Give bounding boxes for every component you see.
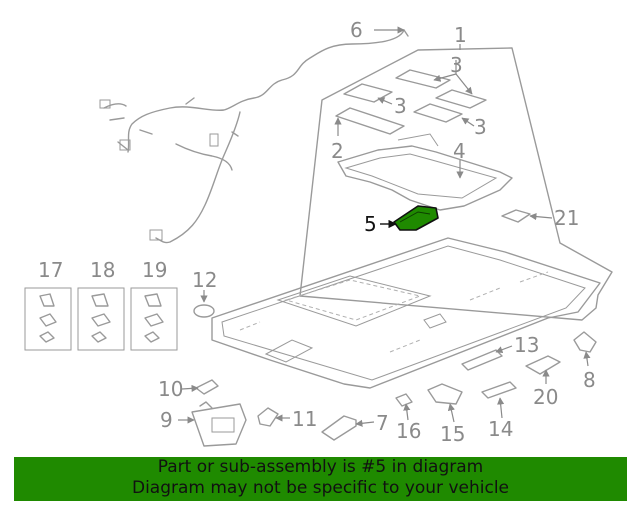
part-21 — [501, 209, 531, 223]
part-9-sun-visor — [191, 401, 247, 447]
part-16 — [395, 393, 413, 407]
part-13 — [461, 349, 503, 371]
part-17-box — [24, 287, 72, 351]
leader-lines — [178, 26, 591, 427]
part-3-pad-d — [413, 103, 463, 123]
callout-1: 1 — [454, 23, 467, 47]
part-7-grab-handle — [321, 415, 357, 441]
part-8 — [573, 331, 597, 353]
callout-8: 8 — [583, 368, 596, 392]
callout-14: 14 — [488, 417, 513, 441]
banner-line-1: Part or sub-assembly is #5 in diagram — [157, 457, 484, 477]
callout-17: 17 — [38, 258, 63, 282]
part-2-strip — [335, 107, 405, 135]
part-14 — [481, 381, 517, 399]
callout-2: 2 — [331, 139, 344, 163]
banner-line-2: Diagram may not be specific to your vehi… — [131, 478, 509, 498]
callout-5: 5 — [364, 212, 377, 236]
callout-3-top: 3 — [450, 53, 463, 77]
headliner-group-outline — [299, 47, 613, 321]
part-3-pad-a — [343, 83, 393, 103]
headliner — [211, 237, 601, 389]
callout-12: 12 — [192, 268, 217, 292]
callout-4: 4 — [453, 139, 466, 163]
wire-harness — [99, 29, 409, 244]
part-info-banner: Part or sub-assembly is #5 in diagram Di… — [14, 457, 627, 501]
part-18-box — [77, 287, 125, 351]
callout-15: 15 — [440, 422, 465, 446]
callout-6: 6 — [350, 18, 363, 42]
callout-11: 11 — [292, 407, 317, 431]
part-3-pad-c — [435, 89, 487, 109]
part-15 — [427, 383, 463, 405]
part-5-highlighted — [393, 205, 439, 231]
part-20 — [525, 355, 561, 375]
callout-20: 20 — [533, 385, 558, 409]
callout-10: 10 — [158, 377, 183, 401]
callout-3-right: 3 — [474, 115, 487, 139]
part-12 — [193, 304, 215, 318]
part-19-box — [130, 287, 178, 351]
part-11 — [257, 407, 279, 427]
part-3-pad-b — [395, 69, 451, 89]
part-4-bracket — [337, 133, 513, 211]
callout-7: 7 — [376, 411, 389, 435]
callout-18: 18 — [90, 258, 115, 282]
callout-9: 9 — [160, 408, 173, 432]
callout-19: 19 — [142, 258, 167, 282]
part-10 — [195, 379, 219, 395]
callout-3-left: 3 — [394, 94, 407, 118]
callout-16: 16 — [396, 419, 421, 443]
callout-13: 13 — [514, 333, 539, 357]
callout-21: 21 — [554, 206, 579, 230]
